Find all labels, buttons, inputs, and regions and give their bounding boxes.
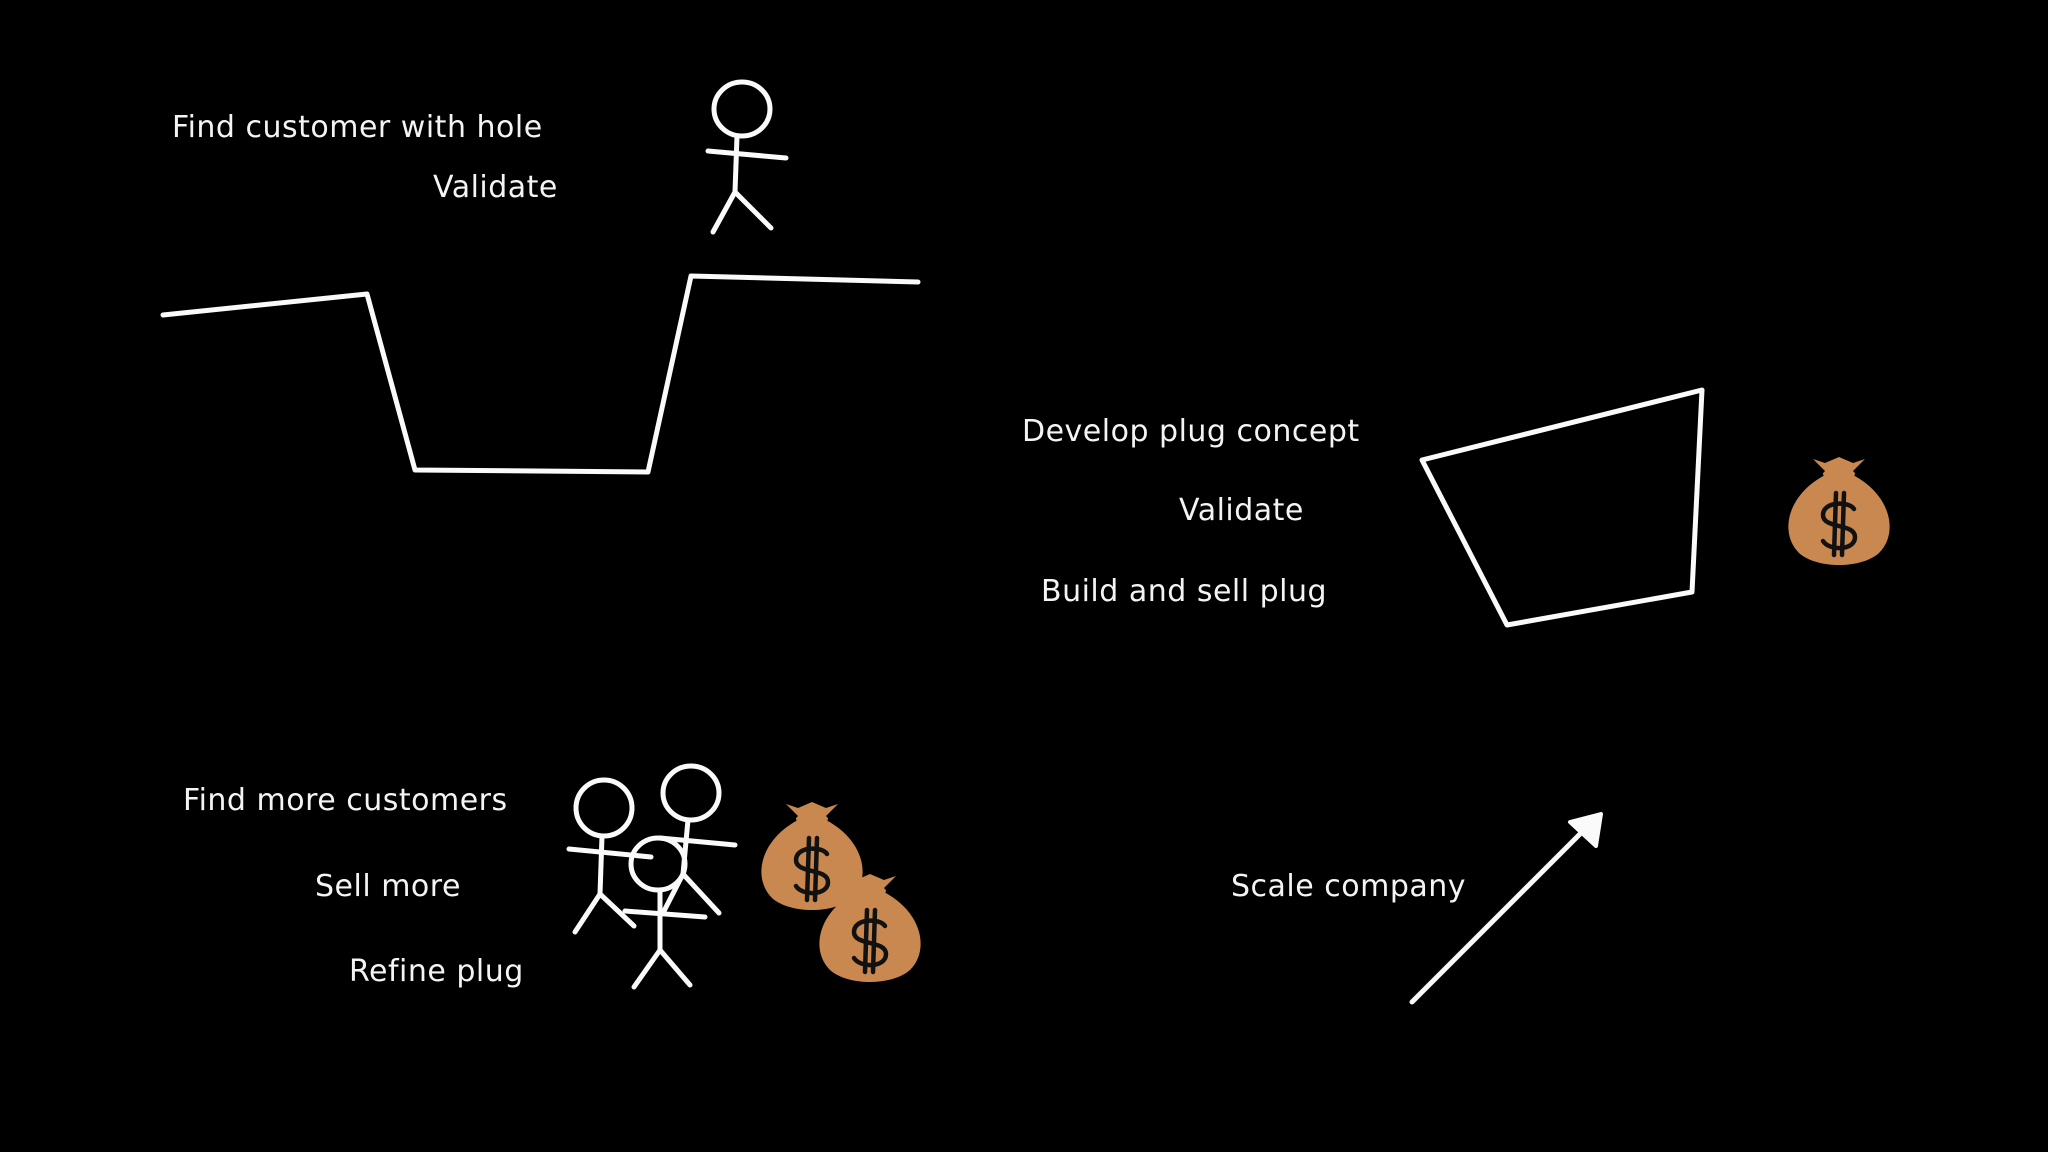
step-develop-plug: Develop plug concept — [1022, 414, 1360, 449]
step-validate-plug: Validate — [1179, 493, 1304, 528]
ground-with-hole — [160, 273, 921, 475]
step-find-customer: Find customer with hole — [172, 110, 543, 145]
step-refine-plug: Refine plug — [349, 954, 524, 989]
growth-arrow-up-right-icon — [1409, 812, 1603, 1005]
step-scale-company: Scale company — [1231, 869, 1467, 904]
customer-stick-figure-icon — [705, 79, 789, 235]
step-validate-hole: Validate — [433, 170, 558, 205]
step-sell-more: Sell more — [315, 869, 461, 904]
step-find-more-customers: Find more customers — [183, 783, 508, 818]
money-bag-icon — [1788, 457, 1889, 565]
customers-group-stick-figure-icon — [566, 763, 738, 990]
plug-shape — [1419, 387, 1705, 628]
step-build-sell-plug: Build and sell plug — [1041, 574, 1328, 609]
money-bag-icon — [761, 802, 862, 910]
